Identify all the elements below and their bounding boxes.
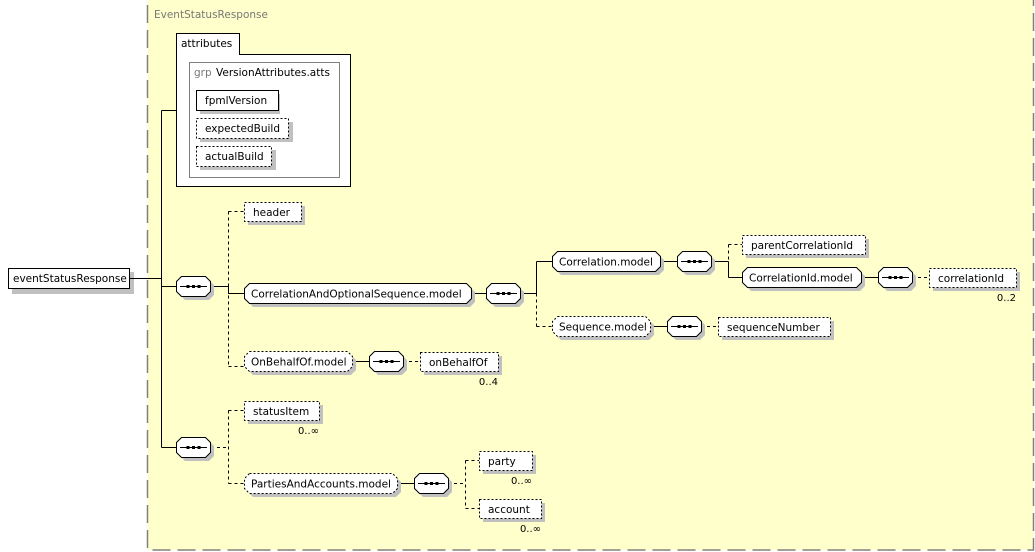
group-correlation-and-optional-sequence-label: CorrelationAndOptionalSequence.model — [251, 289, 462, 301]
element-sequence-number-label: sequenceNumber — [727, 322, 820, 334]
element-on-behalf-of-occurrence: 0..4 — [479, 377, 498, 388]
attribute-group-name: VersionAttributes.atts — [216, 67, 330, 79]
complex-type-name: EventStatusResponse — [154, 9, 268, 21]
element-status-item[interactable]: statusItem 0..∞ — [244, 401, 324, 438]
group-sequence-model[interactable]: Sequence.model — [552, 316, 655, 341]
sequence-compositor-2[interactable] — [176, 437, 215, 462]
element-party-occurrence: 0..∞ — [511, 476, 532, 487]
sequence-icon — [681, 260, 708, 263]
element-sequence-number[interactable]: sequenceNumber — [718, 317, 835, 341]
sequence-icon — [882, 276, 909, 279]
group-correlation-and-optional-sequence[interactable]: CorrelationAndOptionalSequence.model — [244, 283, 476, 308]
attribute-expectedbuild[interactable]: expectedBuild — [196, 118, 294, 143]
element-account-occurrence: 0..∞ — [520, 524, 541, 535]
element-correlation-id-label: correlationId — [938, 273, 1004, 285]
attribute-actualbuild[interactable]: actualBuild — [196, 146, 277, 171]
group-on-behalf-of-model[interactable]: OnBehalfOf.model — [244, 351, 357, 376]
sequence-icon — [180, 285, 207, 288]
element-party[interactable]: party 0..∞ — [479, 451, 537, 488]
attribute-label: expectedBuild — [205, 123, 280, 135]
sequence-icon — [490, 292, 517, 295]
sequence-compositor-on-behalf-of[interactable] — [369, 351, 408, 376]
attribute-label: actualBuild — [205, 151, 264, 163]
sequence-icon — [180, 446, 207, 449]
sequence-icon — [373, 360, 400, 363]
root-element[interactable]: eventStatusResponse — [8, 268, 135, 295]
sequence-compositor-parties[interactable] — [414, 473, 453, 498]
sequence-compositor-1[interactable] — [176, 276, 215, 301]
element-account[interactable]: account 0..∞ — [479, 499, 546, 536]
element-parent-correlation-id[interactable]: parentCorrelationId — [742, 235, 870, 259]
element-correlation-id-occurrence: 0..2 — [997, 293, 1016, 304]
group-parties-and-accounts-model-label: PartiesAndAccounts.model — [251, 479, 391, 491]
group-on-behalf-of-model-label: OnBehalfOf.model — [251, 357, 347, 369]
group-correlation-model[interactable]: Correlation.model — [552, 251, 665, 276]
group-correlation-model-label: Correlation.model — [559, 257, 653, 269]
sequence-compositor-cos[interactable] — [486, 283, 525, 308]
attributes-tab-label: attributes — [181, 38, 232, 50]
element-header[interactable]: header — [244, 202, 306, 226]
attribute-fpmlversion[interactable]: fpmlVersion — [196, 90, 281, 115]
sequence-icon — [418, 482, 445, 485]
element-correlation-id[interactable]: correlationId 0..2 — [929, 268, 1021, 305]
element-status-item-occurrence: 0..∞ — [298, 426, 319, 437]
attribute-label: fpmlVersion — [205, 95, 267, 107]
element-account-label: account — [488, 504, 530, 516]
element-parent-correlation-id-label: parentCorrelationId — [751, 240, 853, 252]
element-header-label: header — [253, 207, 291, 219]
sequence-icon — [671, 325, 698, 328]
group-parties-and-accounts-model[interactable]: PartiesAndAccounts.model — [244, 473, 402, 498]
sequence-compositor-sequence[interactable] — [667, 316, 706, 341]
element-on-behalf-of[interactable]: onBehalfOf 0..4 — [420, 352, 503, 389]
group-correlation-id-model-label: CorrelationId.model — [749, 273, 853, 285]
group-correlation-id-model[interactable]: CorrelationId.model — [742, 267, 866, 292]
attribute-group-prefix: grp — [194, 67, 212, 79]
attributes-panel: attributes grp VersionAttributes.atts fp… — [176, 33, 351, 187]
element-status-item-label: statusItem — [253, 406, 309, 418]
sequence-compositor-correlation[interactable] — [677, 251, 716, 276]
element-on-behalf-of-label: onBehalfOf — [429, 357, 488, 369]
root-element-label: eventStatusResponse — [13, 273, 127, 285]
group-sequence-model-label: Sequence.model — [559, 322, 647, 334]
sequence-compositor-correlation-id[interactable] — [878, 267, 917, 292]
element-party-label: party — [488, 456, 516, 468]
